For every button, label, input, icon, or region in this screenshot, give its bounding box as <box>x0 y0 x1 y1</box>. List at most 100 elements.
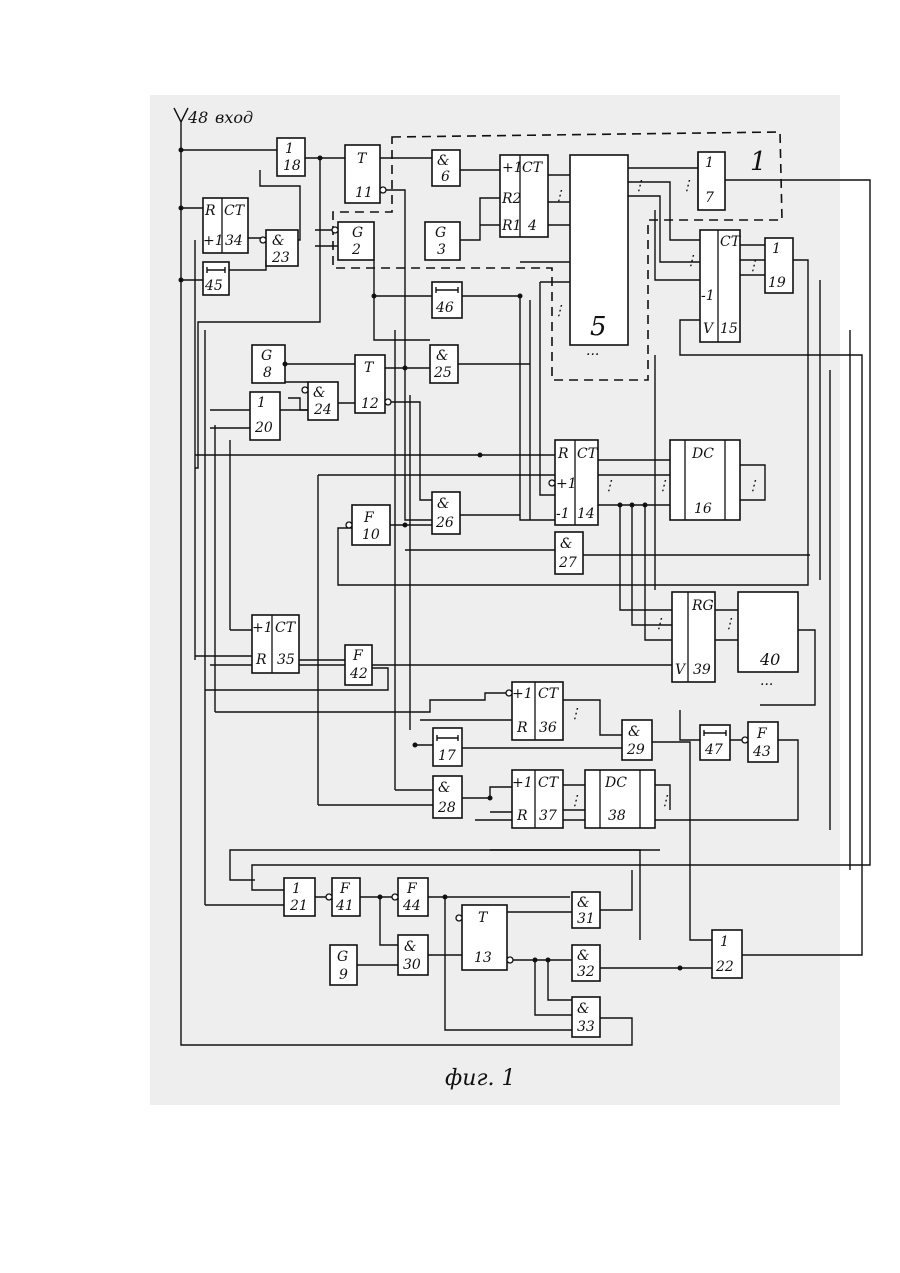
block-16: DC16 <box>670 440 740 520</box>
block-30: & 30 <box>398 935 428 975</box>
svg-text:6: 6 <box>441 169 450 185</box>
svg-text:2: 2 <box>351 242 361 258</box>
block-36: +1CT R36 <box>506 682 563 740</box>
svg-text:+1: +1 <box>556 476 577 492</box>
svg-text:30: 30 <box>403 957 421 973</box>
svg-text:12: 12 <box>361 396 379 412</box>
svg-text:31: 31 <box>577 911 595 927</box>
svg-text:33: 33 <box>577 1019 595 1035</box>
block-20: 120 <box>250 392 280 440</box>
block-33: & 33 <box>572 997 600 1037</box>
block-46: 46 <box>432 282 462 318</box>
svg-text:-1: -1 <box>701 288 715 304</box>
svg-text:⋮: ⋮ <box>652 616 666 632</box>
block-42: F42 <box>345 645 372 685</box>
svg-text:&: & <box>577 948 589 964</box>
svg-text:25: 25 <box>433 365 452 381</box>
input-number: 48 <box>187 108 208 127</box>
svg-text:⋮: ⋮ <box>552 188 566 204</box>
block-5: 5 <box>570 155 628 345</box>
svg-text:32: 32 <box>577 964 595 980</box>
svg-text:CT: CT <box>720 234 742 250</box>
svg-text:+1: +1 <box>502 160 523 176</box>
svg-text:⋮: ⋮ <box>684 253 698 269</box>
svg-text:CT: CT <box>538 686 560 702</box>
svg-text:⋮: ⋮ <box>746 258 760 274</box>
svg-text:1: 1 <box>705 155 714 171</box>
block-47: 47 <box>700 725 730 760</box>
block-8: G8 <box>252 345 285 383</box>
block-29: &29 <box>622 720 652 760</box>
block-23: &23 <box>260 230 298 266</box>
svg-text:45: 45 <box>204 278 223 294</box>
svg-text:⋮: ⋮ <box>568 706 582 722</box>
svg-text:R1: R1 <box>501 218 521 234</box>
block-21: 121 <box>284 878 315 916</box>
svg-text:DC: DC <box>691 446 714 462</box>
svg-text:5: 5 <box>590 312 607 342</box>
svg-text:F: F <box>339 881 351 897</box>
block-40: 40 <box>738 592 798 672</box>
svg-text:46: 46 <box>435 300 454 316</box>
svg-text:-1: -1 <box>556 506 570 522</box>
svg-text:G: G <box>261 348 272 364</box>
svg-text:36: 36 <box>539 720 557 736</box>
block-10: F10 <box>346 505 390 545</box>
svg-text:&: & <box>628 724 640 740</box>
svg-text:39: 39 <box>693 662 711 678</box>
svg-text:&: & <box>313 385 325 401</box>
block-7: 17 <box>698 152 725 210</box>
svg-text:28: 28 <box>437 800 456 816</box>
svg-text:37: 37 <box>539 808 557 824</box>
block-37: +1CT R37 <box>512 770 563 828</box>
block-35: +1CT R35 <box>252 615 299 673</box>
dashed-block-number: 1 <box>750 147 767 177</box>
svg-text:CT: CT <box>275 620 297 636</box>
svg-text:&: & <box>577 1001 589 1017</box>
block-34: RCT +134 <box>203 198 248 253</box>
svg-text:R: R <box>204 203 216 219</box>
svg-text:R: R <box>516 720 528 736</box>
svg-text:7: 7 <box>705 190 714 206</box>
svg-text:22: 22 <box>715 959 734 975</box>
svg-text:&: & <box>438 780 450 796</box>
svg-text:&: & <box>272 233 284 249</box>
svg-text:18: 18 <box>283 158 301 174</box>
svg-text:⋮: ⋮ <box>568 793 582 809</box>
svg-text:⋮: ⋮ <box>746 478 760 494</box>
svg-text:⋮: ⋮ <box>656 478 670 494</box>
svg-text:44: 44 <box>402 898 421 914</box>
block-18: 118 <box>277 138 305 176</box>
svg-text:1: 1 <box>720 934 729 950</box>
block-17: 17 <box>433 728 462 766</box>
svg-text:G: G <box>337 949 348 965</box>
block-45: 45 <box>203 262 229 295</box>
block-39: RG V39 <box>672 592 715 682</box>
svg-text:&: & <box>437 496 449 512</box>
svg-text:⋮: ⋮ <box>658 793 672 809</box>
svg-text:40: 40 <box>759 650 780 669</box>
svg-text:&: & <box>404 939 416 955</box>
block-26: & 26 <box>432 492 460 534</box>
svg-text:21: 21 <box>289 898 308 914</box>
svg-text:11: 11 <box>355 185 373 201</box>
svg-text:26: 26 <box>435 515 454 531</box>
svg-text:&: & <box>577 895 589 911</box>
block-4: +1CT R2R1 4 <box>500 155 548 237</box>
svg-text:34: 34 <box>225 233 243 249</box>
block-22: 1 22 <box>712 930 742 978</box>
block-12: T12 <box>355 355 391 413</box>
svg-text:1: 1 <box>292 881 301 897</box>
svg-text:1: 1 <box>285 141 294 157</box>
block-19: 119 <box>765 238 793 293</box>
svg-text:DC: DC <box>604 775 627 791</box>
svg-text:+1: +1 <box>512 775 533 791</box>
block-28: & 28 <box>433 776 462 818</box>
svg-text:8: 8 <box>263 365 272 381</box>
svg-text:47: 47 <box>704 742 723 758</box>
svg-text:⋮: ⋮ <box>680 178 694 194</box>
svg-text:...: ... <box>760 673 773 689</box>
svg-text:24: 24 <box>313 402 332 418</box>
block-32: &32 <box>572 945 600 981</box>
